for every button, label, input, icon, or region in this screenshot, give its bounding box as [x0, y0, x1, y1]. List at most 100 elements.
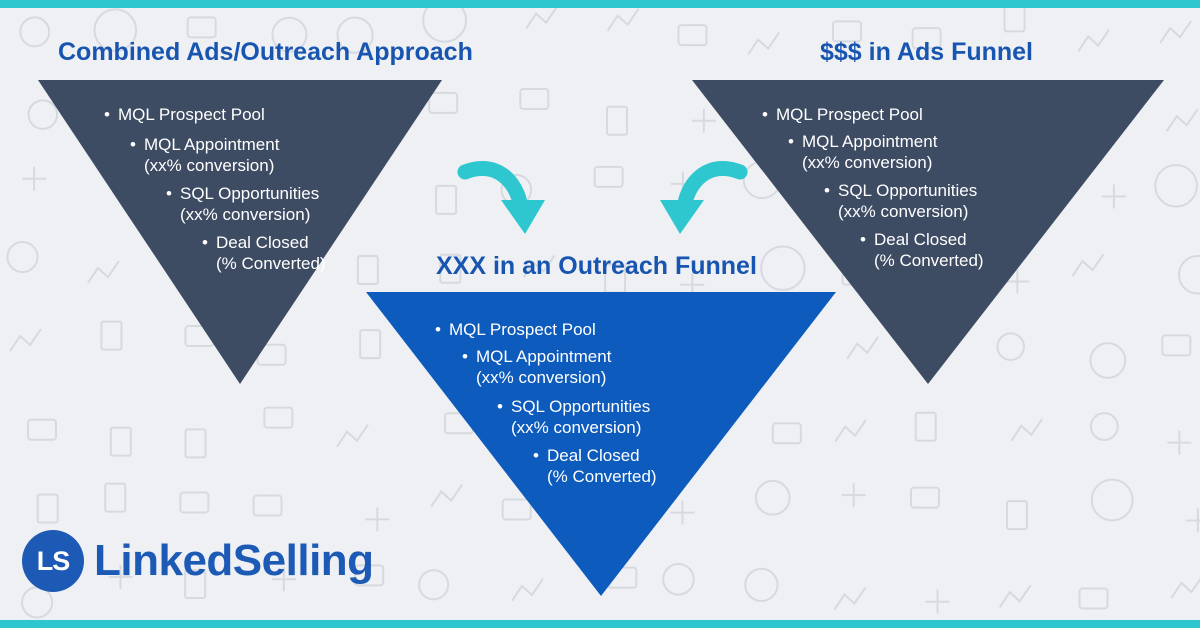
background-doodle	[998, 584, 1032, 608]
background-doodle	[26, 418, 57, 441]
background-doodle	[359, 329, 382, 360]
background-doodle	[439, 253, 462, 284]
background-doodle	[831, 20, 862, 43]
background-doodle	[996, 332, 1025, 361]
background-doodle	[365, 507, 390, 532]
background-doodle	[1089, 342, 1127, 379]
background-doodle	[1165, 108, 1199, 132]
background-doodle	[1170, 577, 1200, 599]
background-doodle	[1185, 508, 1200, 533]
background-doodle	[1010, 418, 1044, 442]
background-doodle	[914, 411, 937, 442]
center-funnel-shape	[366, 292, 836, 596]
background-doodle	[336, 16, 374, 54]
background-doodle	[834, 419, 867, 443]
background-doodle	[186, 16, 217, 39]
background-doodle	[179, 491, 210, 514]
background-doodle	[606, 8, 640, 32]
background-doodle	[1005, 269, 1030, 294]
background-doodle	[1159, 20, 1192, 44]
background-doodle	[356, 254, 379, 285]
background-doodle	[677, 24, 708, 47]
background-doodle	[605, 105, 628, 136]
background-doodle	[1161, 334, 1192, 357]
background-doodle	[354, 564, 385, 587]
background-doodle	[6, 241, 39, 274]
background-doodle	[760, 245, 806, 291]
background-doodle	[271, 567, 296, 592]
left-funnel-item: •SQL Opportunities (xx% conversion)	[166, 184, 320, 224]
background-doodle	[1071, 253, 1105, 277]
background-doodle	[501, 498, 532, 521]
left-funnel-item: •Deal Closed (% Converted)	[202, 233, 326, 273]
background-doodle	[522, 254, 556, 279]
background-doodle	[911, 27, 942, 50]
background-doodle	[418, 569, 450, 601]
background-doodle	[925, 589, 950, 614]
background-doodle	[27, 99, 59, 130]
background-doodle	[104, 482, 127, 513]
background-doodle	[1005, 500, 1028, 531]
right-funnel-item: •MQL Appointment (xx% conversion)	[788, 132, 938, 172]
background-doodle	[36, 493, 59, 524]
bottom-accent-bar	[0, 620, 1200, 628]
left-funnel-item: •MQL Appointment (xx% conversion)	[130, 135, 280, 175]
background-doodle	[435, 184, 458, 215]
left-funnel	[38, 80, 442, 384]
background-doodle	[184, 568, 207, 599]
background-doodle	[1089, 412, 1119, 441]
background-doodle	[109, 426, 132, 457]
center-funnel-item: •MQL Appointment (xx% conversion)	[462, 347, 612, 387]
background-doodle	[744, 567, 779, 602]
linkedselling-logo: LS LinkedSelling	[22, 530, 374, 592]
background-doodle	[252, 494, 283, 517]
background-doodle	[909, 486, 940, 509]
right-funnel-item: •MQL Prospect Pool	[762, 105, 923, 124]
background-doodle	[754, 479, 791, 516]
background-doodle	[525, 6, 558, 30]
background-doodle	[1101, 184, 1126, 209]
right-funnel-item: •Deal Closed (% Converted)	[860, 230, 984, 270]
logo-badge: LS	[22, 530, 84, 592]
center-funnel-item: •MQL Prospect Pool	[435, 320, 596, 339]
right-funnel-item: •SQL Opportunities (xx% conversion)	[824, 181, 978, 221]
background-doodle	[1090, 478, 1134, 522]
right-funnel-shape	[692, 80, 1164, 384]
background-doodle	[430, 484, 464, 508]
left-funnel-item: •MQL Prospect Pool	[104, 105, 265, 124]
background-doodle	[1078, 587, 1109, 610]
background-doodle	[662, 563, 695, 596]
background-doodle	[1177, 255, 1200, 295]
background-doodle	[1154, 163, 1198, 208]
background-doodle	[87, 260, 120, 284]
background-doodle	[846, 336, 880, 360]
background-doodle	[422, 0, 468, 43]
background-doodle	[511, 578, 544, 602]
background-doodle	[108, 564, 133, 589]
background-doodle	[19, 16, 51, 48]
background-doodle	[428, 91, 459, 114]
left-funnel-shape	[38, 80, 442, 384]
background-doodle	[691, 108, 716, 133]
center-funnel-title: XXX in an Outreach Funnel	[436, 252, 757, 280]
background-doodle	[593, 165, 624, 188]
right-funnel-title: $$$ in Ads Funnel	[820, 38, 1034, 66]
center-funnel-item: •Deal Closed (% Converted)	[533, 446, 657, 486]
background-doodle	[841, 483, 866, 508]
background-doodle	[93, 8, 138, 52]
top-accent-bar	[0, 0, 1200, 8]
curved-arrow-down-left-icon	[660, 160, 748, 234]
background-doodle	[22, 166, 47, 191]
left-funnel-title: Combined Ads/Outreach Approach	[58, 38, 473, 66]
background-doodle	[100, 320, 123, 351]
background-doodle	[519, 87, 550, 110]
background-doodle	[271, 16, 308, 53]
background-doodle	[9, 328, 42, 352]
background-doodle	[747, 32, 780, 56]
logo-wordmark: LinkedSelling	[94, 536, 374, 585]
center-funnel	[366, 292, 836, 596]
background-doodle	[670, 500, 695, 525]
right-funnel	[692, 80, 1164, 384]
background-doodle	[184, 428, 207, 459]
background-doodle	[771, 422, 802, 445]
